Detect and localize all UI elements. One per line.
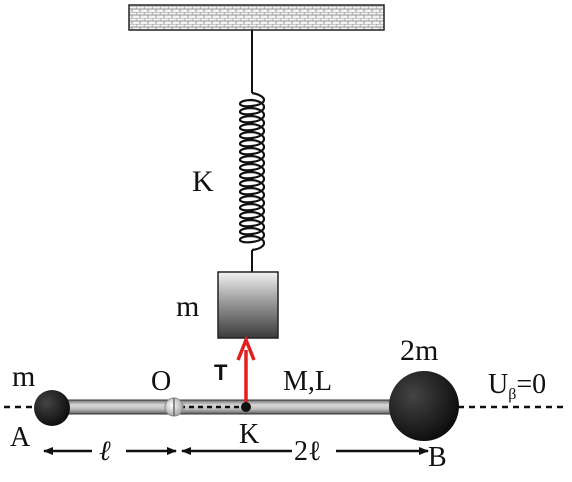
ball-right-mass-label: 2m <box>400 334 438 367</box>
ball-left <box>34 390 70 426</box>
rod-label: M,L <box>283 366 332 397</box>
block-mass-label: m <box>176 290 199 323</box>
ball-right <box>389 371 459 441</box>
rod <box>47 399 419 415</box>
potential-ref-sub: β <box>508 386 516 403</box>
potential-ref-label: Uβ=0 <box>488 369 546 403</box>
point-a-label: A <box>10 422 31 453</box>
tension-arrow-head <box>236 335 256 361</box>
tension-label: T <box>214 360 228 385</box>
potential-ref-main: U <box>488 369 508 400</box>
spring-label: K <box>192 165 214 198</box>
point-b-label: B <box>428 442 447 473</box>
spring <box>238 91 266 252</box>
left-length-label: ℓ <box>99 436 111 467</box>
ball-left-mass-label: m <box>12 360 35 393</box>
point-k <box>241 402 251 412</box>
potential-ref-val: =0 <box>516 369 546 400</box>
point-k-label: K <box>239 419 259 450</box>
hanging-block <box>217 271 279 339</box>
pivot-label: O <box>151 366 171 397</box>
ceiling <box>128 4 385 31</box>
right-length-label: 2ℓ <box>294 436 321 467</box>
